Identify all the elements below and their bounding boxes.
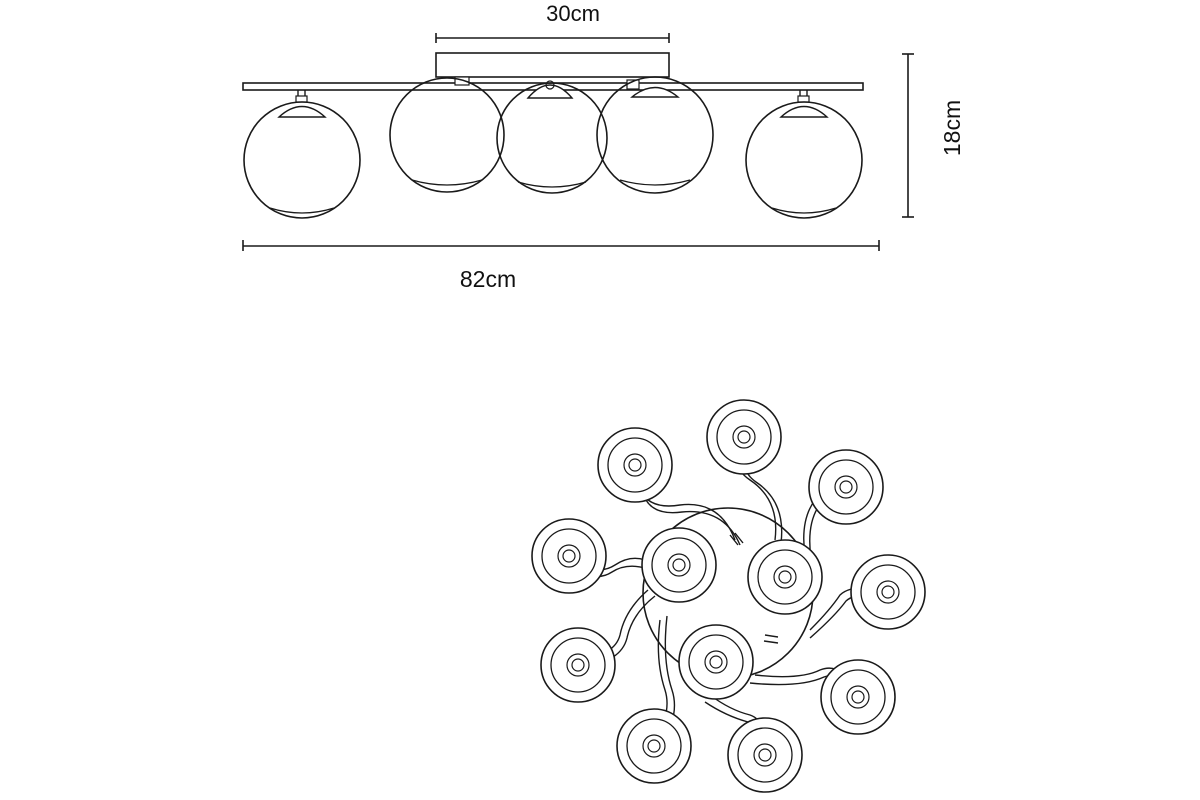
dimension-top: 30cm (435, 1, 670, 43)
lamp-head (616, 708, 692, 784)
lamp-head (747, 539, 823, 615)
lamp-head (727, 717, 803, 793)
lamp-head (597, 427, 673, 503)
lamp-heads (531, 399, 926, 793)
lamp-head (641, 527, 717, 603)
lamp-head (808, 449, 884, 525)
dimension-right-label: 18cm (939, 100, 965, 156)
globe (596, 76, 714, 194)
top-view (531, 399, 926, 793)
side-view: 30cm (242, 1, 965, 292)
globe (496, 80, 608, 194)
dimension-top-label: 30cm (546, 1, 600, 26)
lamp-head (706, 399, 782, 475)
lamp-head (531, 518, 607, 594)
dimension-bottom-label: 82cm (460, 266, 516, 292)
lamp-head (850, 554, 926, 630)
ceiling-plate (435, 52, 670, 78)
dimension-bottom: 82cm (242, 240, 880, 292)
lamp-head (678, 624, 754, 700)
lamp-head (820, 659, 896, 735)
globe (243, 90, 361, 219)
lamp-head (540, 627, 616, 703)
dimension-right: 18cm (902, 53, 965, 218)
globe (389, 76, 505, 193)
globe (745, 90, 863, 219)
